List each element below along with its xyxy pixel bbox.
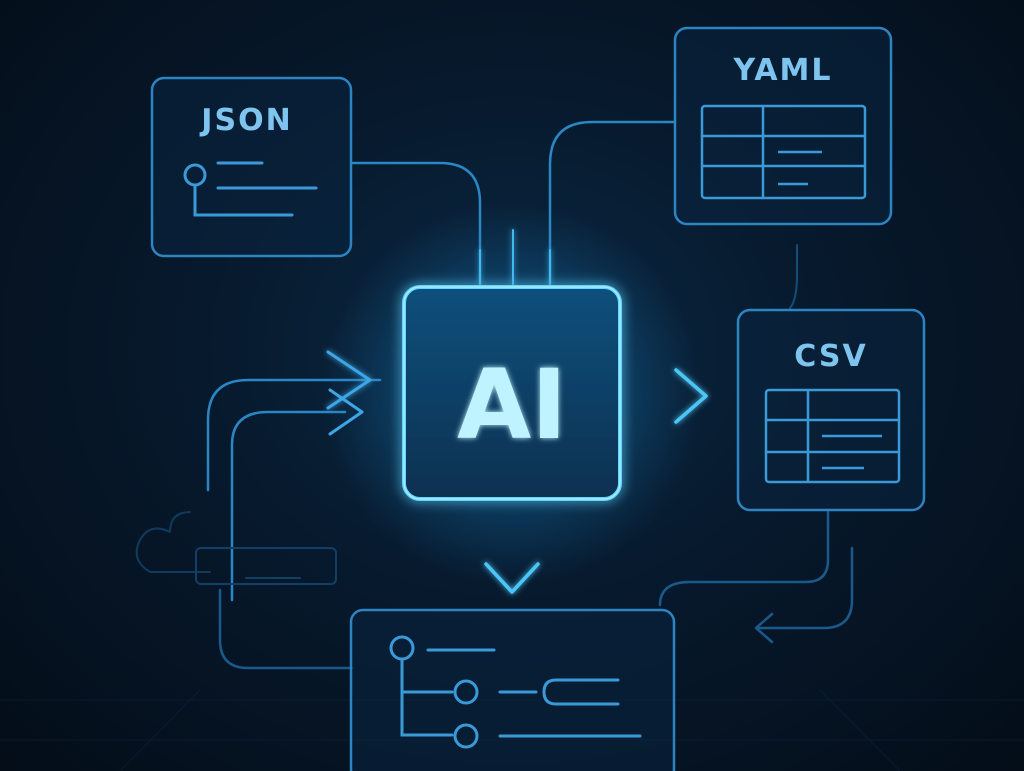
connector-json-ai bbox=[350, 161, 482, 287]
csv-label: CSV bbox=[794, 339, 867, 374]
connector-right-return bbox=[756, 546, 854, 630]
arrowhead-right-return bbox=[754, 612, 774, 644]
faint-left-bar bbox=[195, 547, 337, 585]
connector-left-tree bbox=[218, 588, 354, 670]
faint-cloud-shape bbox=[135, 511, 211, 573]
ai-label: AI bbox=[457, 349, 567, 461]
yaml-label: YAML bbox=[732, 53, 832, 88]
arrowhead-left-lower bbox=[328, 388, 364, 436]
connector-yaml-ai bbox=[548, 120, 677, 287]
csv-table-icon bbox=[764, 388, 901, 484]
tree-structure-icon bbox=[389, 635, 642, 749]
csv-card: CSV bbox=[736, 308, 926, 512]
tree-card bbox=[349, 608, 676, 771]
connector-yaml-csv bbox=[789, 244, 798, 309]
arrowhead-ai-csv bbox=[674, 368, 708, 424]
ai-chip: AI bbox=[402, 285, 622, 501]
ai-chip-pins bbox=[479, 229, 551, 286]
json-label: JSON bbox=[199, 103, 292, 138]
arrowhead-ai-tree bbox=[484, 562, 540, 594]
connectors bbox=[135, 120, 854, 670]
yaml-table-icon bbox=[700, 104, 867, 200]
connector-csv-return bbox=[658, 510, 830, 607]
yaml-card: YAML bbox=[673, 26, 893, 226]
json-card: JSON bbox=[150, 76, 353, 258]
json-tree-icon bbox=[183, 161, 318, 217]
connector-left-lower bbox=[230, 410, 347, 602]
connector-left-upper bbox=[206, 378, 382, 492]
